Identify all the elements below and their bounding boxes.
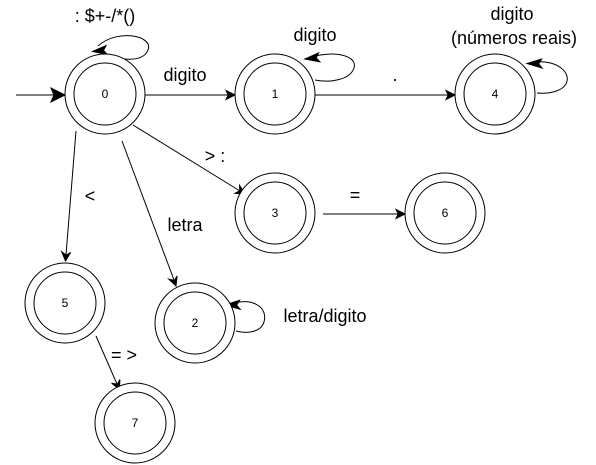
state-6-label: 6: [442, 206, 449, 220]
state-2-label: 2: [192, 316, 199, 330]
state-6: 6: [404, 172, 486, 254]
edge-0-to-1-label: digito: [163, 65, 206, 85]
state-2: 2: [154, 282, 236, 364]
state-0-label: 0: [102, 87, 109, 101]
loop-0-label: : $+-/*(): [75, 6, 136, 26]
edge-0-to-1: [145, 89, 237, 101]
self-loop-0: [90, 35, 150, 60]
state-5: 5: [24, 262, 106, 344]
edge-0-to-2: [121, 140, 178, 288]
state-4: 4: [454, 53, 536, 135]
state-7: 7: [94, 382, 176, 464]
edge-0-to-5-label: <: [85, 186, 96, 206]
self-loop-2: [223, 299, 266, 333]
start-arrow: [16, 86, 67, 104]
state-3-label: 3: [272, 206, 279, 220]
state-7-label: 7: [132, 416, 139, 430]
edge-1-to-4: [315, 89, 457, 101]
edge-0-to-5: [60, 130, 77, 263]
self-loop-4: [525, 58, 568, 94]
state-1-label: 1: [272, 87, 279, 101]
edge-3-to-6: [323, 208, 407, 220]
edge-5-to-7-label: = >: [111, 345, 137, 365]
state-5-label: 5: [62, 296, 69, 310]
self-loop-1: [303, 51, 355, 82]
loop-4-label-line2: (números reais): [451, 28, 577, 48]
state-3: 3: [234, 172, 316, 254]
state-4-label: 4: [492, 87, 499, 101]
loop-1-label: digito: [293, 25, 336, 45]
state-1: 1: [234, 53, 316, 135]
edge-1-to-4-label: .: [392, 65, 397, 85]
edge-0-to-2-label: letra: [167, 215, 203, 235]
edge-0-to-3: [132, 124, 246, 195]
edge-0-to-3-label: > :: [205, 146, 226, 166]
edge-3-to-6-label: =: [350, 185, 361, 205]
loop-2-label: letra/digito: [283, 306, 366, 326]
loop-4-label-line1: digito: [490, 4, 533, 24]
state-0: 0: [64, 53, 146, 135]
